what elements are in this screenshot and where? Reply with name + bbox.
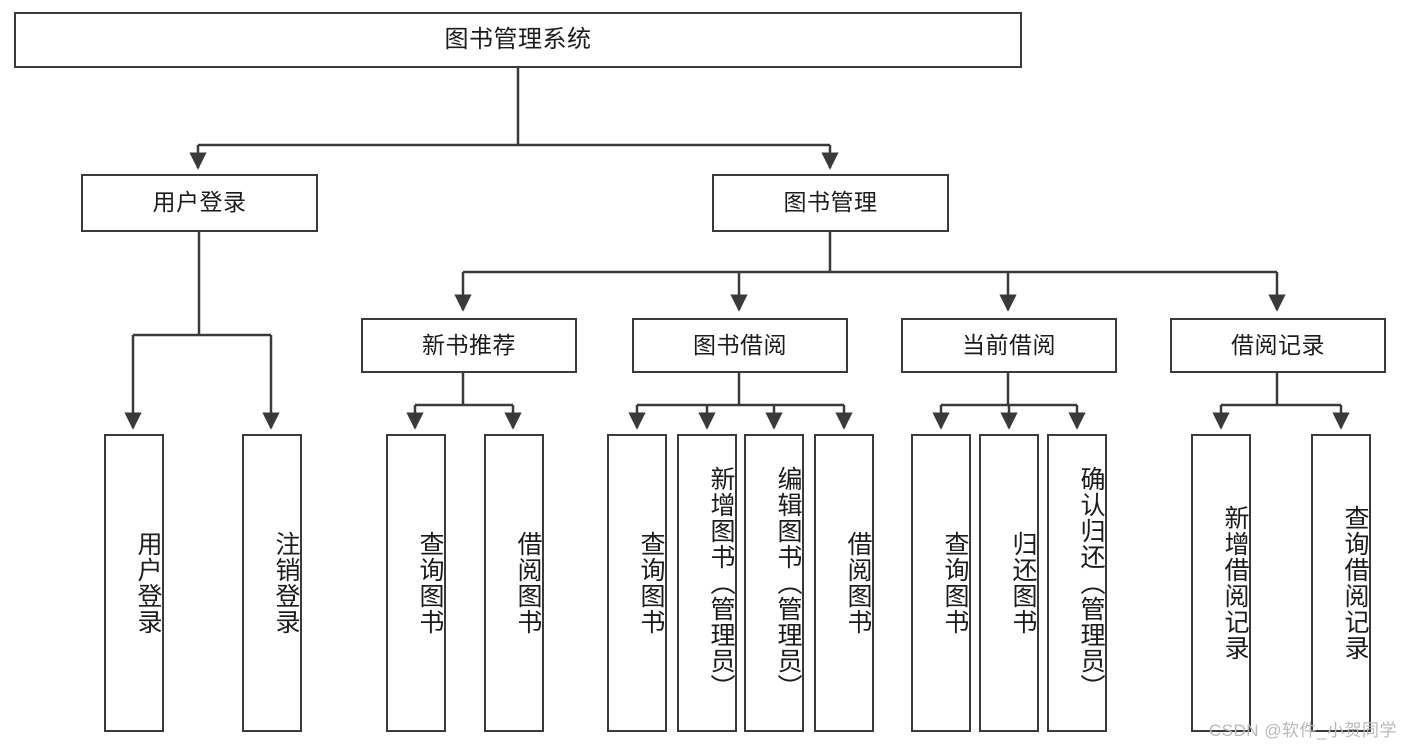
leaf-borrow-edit-book[interactable]: 编辑图书（管理员） xyxy=(744,434,804,732)
leaf-record-query-label: 查询借阅记录 xyxy=(1341,505,1369,661)
leaf-current-query-book-label: 查询图书 xyxy=(941,531,969,635)
node-root-system[interactable]: 图书管理系统 xyxy=(14,12,1022,68)
node-current-borrow[interactable]: 当前借阅 xyxy=(901,318,1117,373)
node-borrow-record-label: 借阅记录 xyxy=(1231,331,1325,358)
node-user-login[interactable]: 用户登录 xyxy=(81,174,318,232)
watermark-text: CSDN @软件_小贺同学 xyxy=(1208,721,1397,740)
leaf-current-confirm-return-label: 确认归还（管理员） xyxy=(1077,466,1105,700)
node-new-book-recommend-label: 新书推荐 xyxy=(422,331,516,358)
leaf-borrow-add-book-label: 新增图书（管理员） xyxy=(707,466,735,700)
leaf-borrow-borrow-book-label: 借阅图书 xyxy=(844,531,872,635)
leaf-borrow-edit-book-label: 编辑图书（管理员） xyxy=(774,466,802,700)
leaf-record-add-label: 新增借阅记录 xyxy=(1221,505,1249,661)
leaf-borrow-borrow-book[interactable]: 借阅图书 xyxy=(814,434,874,732)
leaf-current-return-book[interactable]: 归还图书 xyxy=(979,434,1039,732)
leaf-current-confirm-return[interactable]: 确认归还（管理员） xyxy=(1047,434,1107,732)
node-book-management-label: 图书管理 xyxy=(783,189,878,216)
node-borrow-record[interactable]: 借阅记录 xyxy=(1170,318,1386,373)
node-root-system-label: 图书管理系统 xyxy=(444,25,592,53)
node-current-borrow-label: 当前借阅 xyxy=(962,331,1056,358)
leaf-user-login-logout[interactable]: 注销登录 xyxy=(242,434,302,732)
leaf-new-book-borrow[interactable]: 借阅图书 xyxy=(484,434,544,732)
leaf-new-book-query-label: 查询图书 xyxy=(416,531,444,635)
leaf-user-login-login[interactable]: 用户登录 xyxy=(104,434,164,732)
node-book-management[interactable]: 图书管理 xyxy=(712,174,949,232)
leaf-user-login-logout-label: 注销登录 xyxy=(272,531,300,635)
node-book-borrow[interactable]: 图书借阅 xyxy=(632,318,848,373)
node-user-login-label: 用户登录 xyxy=(152,189,247,216)
leaf-record-query[interactable]: 查询借阅记录 xyxy=(1311,434,1371,732)
leaf-new-book-query[interactable]: 查询图书 xyxy=(386,434,446,732)
leaf-borrow-add-book[interactable]: 新增图书（管理员） xyxy=(677,434,737,732)
leaf-current-query-book[interactable]: 查询图书 xyxy=(911,434,971,732)
leaf-record-add[interactable]: 新增借阅记录 xyxy=(1191,434,1251,732)
leaf-current-return-book-label: 归还图书 xyxy=(1009,531,1037,635)
leaf-user-login-login-label: 用户登录 xyxy=(134,531,162,635)
leaf-new-book-borrow-label: 借阅图书 xyxy=(514,531,542,635)
leaf-borrow-query-book[interactable]: 查询图书 xyxy=(607,434,667,732)
node-new-book-recommend[interactable]: 新书推荐 xyxy=(361,318,577,373)
leaf-borrow-query-book-label: 查询图书 xyxy=(637,531,665,635)
node-book-borrow-label: 图书借阅 xyxy=(693,331,787,358)
